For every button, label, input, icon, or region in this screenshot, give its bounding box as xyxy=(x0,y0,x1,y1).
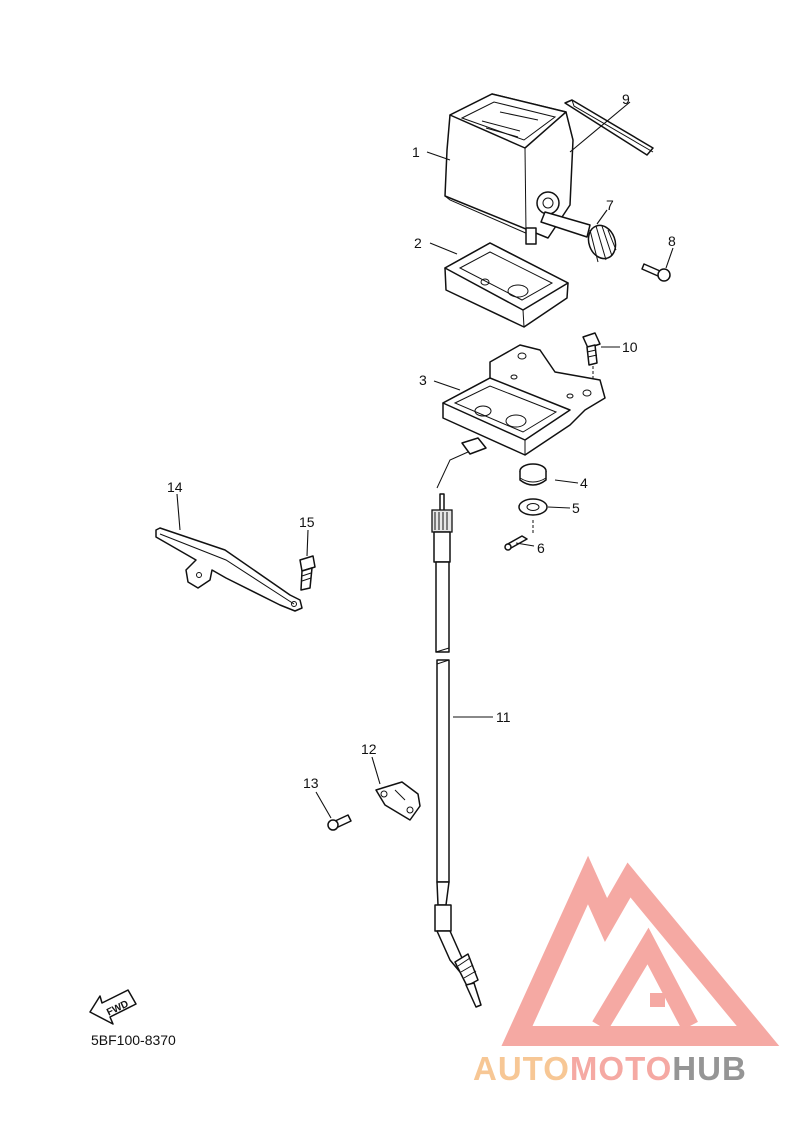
callout-2: 2 xyxy=(414,235,422,251)
part-1-speedometer-housing xyxy=(444,93,574,245)
callout-14: 14 xyxy=(167,479,183,495)
callout-3: 3 xyxy=(419,372,427,388)
part-3-bracket xyxy=(436,344,606,489)
watermark-part-auto: AUTO xyxy=(473,1050,570,1087)
part-13-screw xyxy=(327,814,352,831)
watermark-part-moto: MOTO xyxy=(570,1050,672,1087)
callout-leaders xyxy=(176,101,674,819)
diagram-code: 5BF100-8370 xyxy=(91,1032,176,1048)
fwd-arrow: FWD xyxy=(89,989,137,1025)
part-7-drive-gear xyxy=(540,211,617,263)
callout-11: 11 xyxy=(496,709,511,725)
callout-4: 4 xyxy=(580,475,588,491)
watermark-part-hub: HUB xyxy=(672,1050,747,1087)
callout-12: 12 xyxy=(361,741,377,757)
part-11-speedometer-cable xyxy=(431,493,482,1008)
callout-labels: 1 2 3 4 5 6 7 8 9 10 11 12 13 14 15 xyxy=(167,91,676,791)
callout-9: 9 xyxy=(622,91,630,107)
part-4-grommet xyxy=(519,463,547,486)
callout-15: 15 xyxy=(299,514,315,530)
callout-7: 7 xyxy=(606,197,614,213)
callout-13: 13 xyxy=(303,775,319,791)
part-5-washer xyxy=(518,498,548,516)
watermark-logo-icon xyxy=(501,855,780,1046)
callout-6: 6 xyxy=(537,540,545,556)
callout-5: 5 xyxy=(572,500,580,516)
part-15-bolt xyxy=(299,555,316,591)
part-2-damper xyxy=(444,242,569,328)
part-9-strip xyxy=(564,99,654,156)
part-12-clamp xyxy=(375,781,421,821)
watermark: AUTOMOTOHUB xyxy=(473,855,780,1087)
callout-10: 10 xyxy=(622,339,638,355)
part-6-cotter-pin xyxy=(504,520,534,551)
part-10-bolt xyxy=(582,332,601,390)
part-14-stay xyxy=(155,527,303,612)
callout-8: 8 xyxy=(668,233,676,249)
callout-1: 1 xyxy=(412,144,420,160)
watermark-brand: AUTOMOTOHUB xyxy=(473,1050,747,1087)
part-8-screw xyxy=(641,263,671,282)
